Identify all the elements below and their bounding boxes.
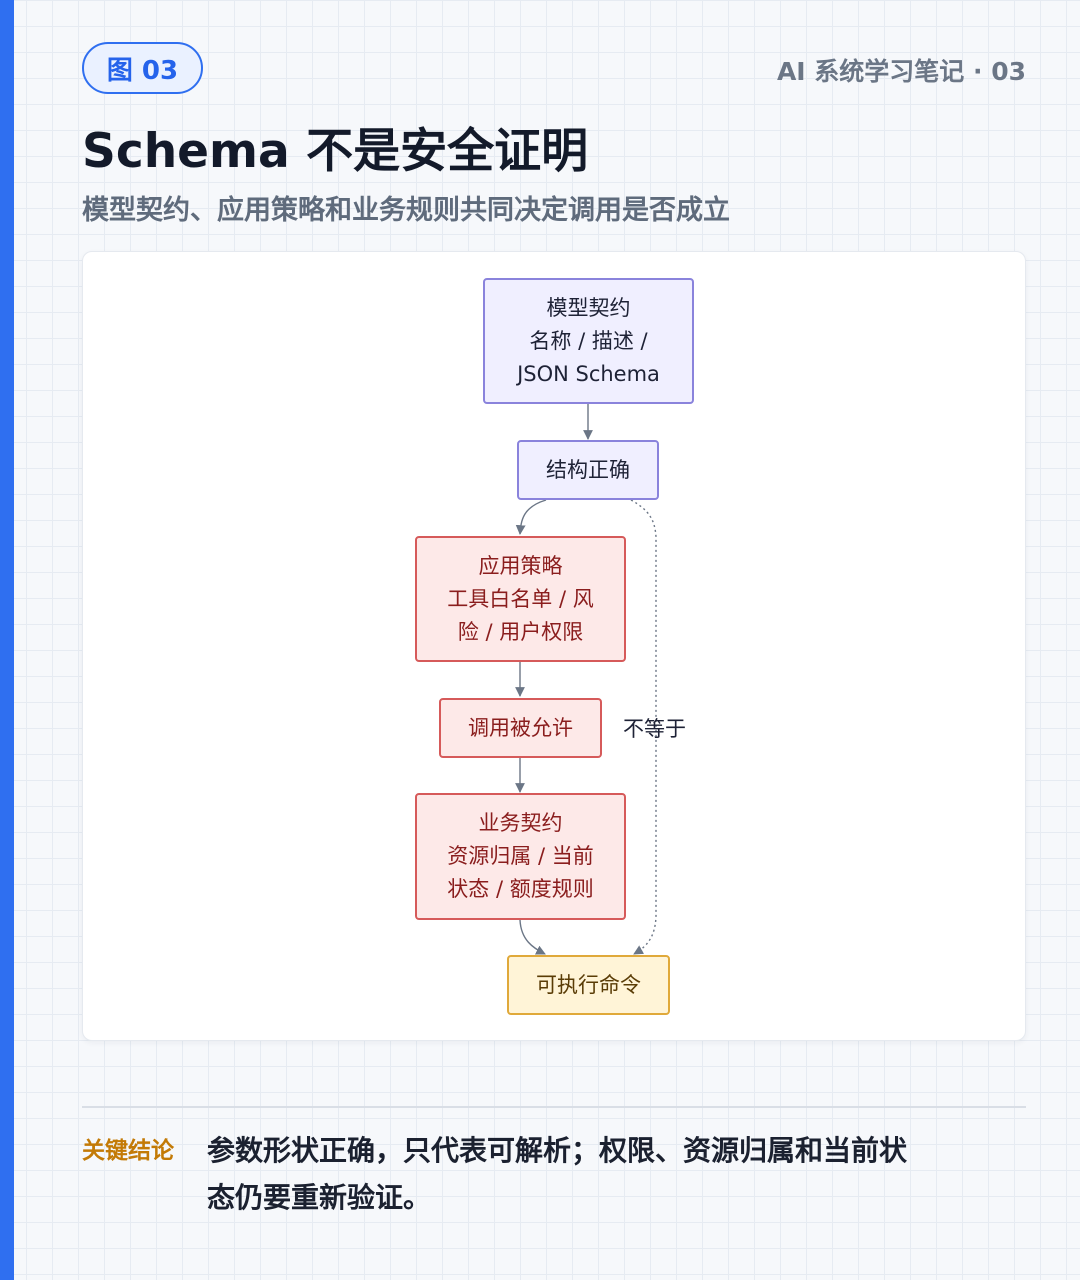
conclusion-text: 参数形状正确，只代表可解析；权限、资源归属和当前状 态仍要重新验证。 (207, 1134, 908, 1214)
node-executable-command: 可执行命令 (507, 955, 670, 1015)
node-app-policy: 应用策略 工具白名单 / 风 险 / 用户权限 (415, 536, 626, 662)
page-title: Schema 不是安全证明 (82, 124, 589, 179)
node-model-contract: 模型契约 名称 / 描述 / JSON Schema (483, 278, 694, 404)
section-divider (82, 1106, 1026, 1108)
series-label: AI 系统学习笔记 · 03 (776, 57, 1026, 86)
node-business-contract: 业务契约 资源归属 / 当前 状态 / 额度规则 (415, 793, 626, 920)
figure-badge: 图 03 (82, 42, 203, 94)
edge-structure-to-policy (515, 499, 547, 535)
edge-structure-to-command-dotted (630, 499, 657, 955)
node-call-allowed: 调用被允许 (439, 698, 602, 758)
left-accent-bar (0, 0, 14, 1280)
diagram-edges (515, 404, 657, 955)
diagram-card: 模型契约 名称 / 描述 / JSON Schema 结构正确 应用策略 工具白… (82, 251, 1026, 1041)
edge-label-not-equal: 不等于 (623, 717, 686, 741)
edge-business-to-command (519, 919, 546, 955)
node-structure-ok: 结构正确 (517, 440, 659, 500)
page-subtitle: 模型契约、应用策略和业务规则共同决定调用是否成立 (82, 195, 730, 226)
conclusion-label: 关键结论 (82, 1138, 174, 1164)
